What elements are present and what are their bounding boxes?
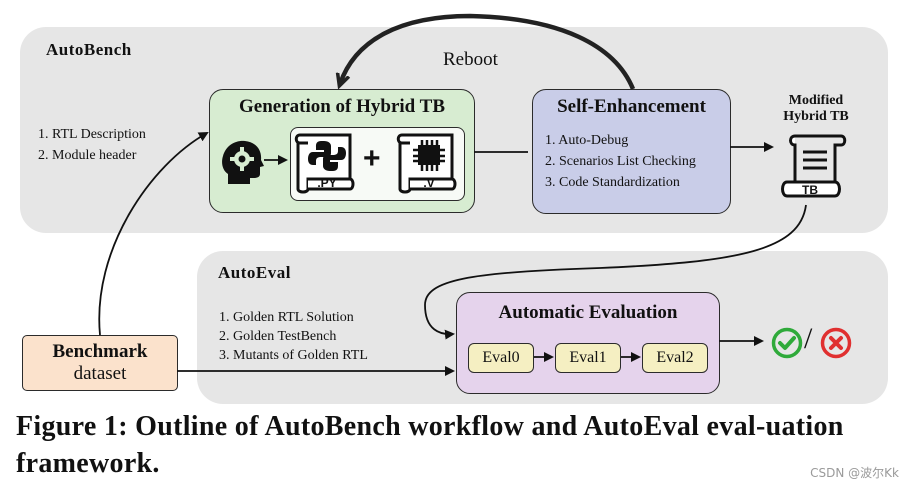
autobench-title: AutoBench — [46, 40, 132, 59]
tb-label: TB — [802, 183, 818, 197]
reboot-label: Reboot — [443, 49, 498, 70]
automatic-evaluation-title: Automatic Evaluation — [498, 302, 678, 323]
py-label: .PY — [317, 176, 337, 190]
arrow-benchmark-to-generation — [98, 132, 209, 336]
autobench-input-item: 2. Module header — [38, 148, 137, 163]
python-script-icon — [294, 133, 355, 194]
autoeval-title: AutoEval — [218, 263, 291, 282]
plus-sign: + — [363, 142, 381, 175]
figure-caption: Figure 1: Outline of AutoBench workflow … — [16, 411, 844, 479]
self-enhancement-item: 2. Scenarios List Checking — [545, 154, 696, 169]
gear-head-icon — [222, 140, 264, 184]
eval-box: Eval0 — [468, 343, 534, 373]
benchmark-title: Benchmark — [52, 341, 148, 362]
arrow-output-to-evaluation — [424, 204, 807, 340]
benchmark-box: Benchmark dataset — [22, 335, 178, 391]
arrow-reboot — [340, 13, 636, 90]
self-enhancement-list: 1. Auto-Debug 2. Scenarios List Checking… — [545, 130, 696, 193]
cross-icon — [820, 327, 852, 359]
output-title-line1: Modified — [788, 93, 844, 108]
autoeval-input-item: 2. Golden TestBench — [219, 329, 337, 344]
autoeval-input-item: 3. Mutants of Golden RTL — [219, 348, 368, 363]
check-icon — [771, 327, 803, 359]
result-separator: / — [804, 322, 813, 355]
self-enhancement-item: 1. Auto-Debug — [545, 133, 629, 148]
autoeval-input-item: 1. Golden RTL Solution — [219, 310, 354, 325]
autobench-input-list: 1. RTL Description 2. Module header — [38, 124, 146, 166]
benchmark-subtitle: dataset — [73, 363, 127, 384]
self-enhancement-item: 3. Code Standardization — [545, 175, 680, 190]
verilog-chip-script-icon — [396, 133, 457, 194]
eval-box: Eval2 — [642, 343, 708, 373]
self-enhancement-title: Self-Enhancement — [557, 96, 706, 117]
autobench-input-item: 1. RTL Description — [38, 127, 146, 142]
autoeval-input-list: 1. Golden RTL Solution 2. Golden TestBen… — [219, 308, 368, 365]
eval-box: Eval1 — [555, 343, 621, 373]
output-title-line2: Hybrid TB — [783, 109, 849, 124]
generation-title: Generation of Hybrid TB — [238, 96, 446, 117]
output-title: Modified Hybrid TB — [770, 93, 862, 125]
watermark: CSDN @波尔Kk — [810, 466, 899, 480]
tb-scroll-icon — [781, 134, 847, 198]
v-label: .V — [423, 176, 435, 190]
self-enhancement-box: Self-Enhancement 1. Auto-Debug 2. Scenar… — [532, 89, 731, 214]
generation-box: Generation of Hybrid TB .PY + .V — [209, 89, 475, 213]
